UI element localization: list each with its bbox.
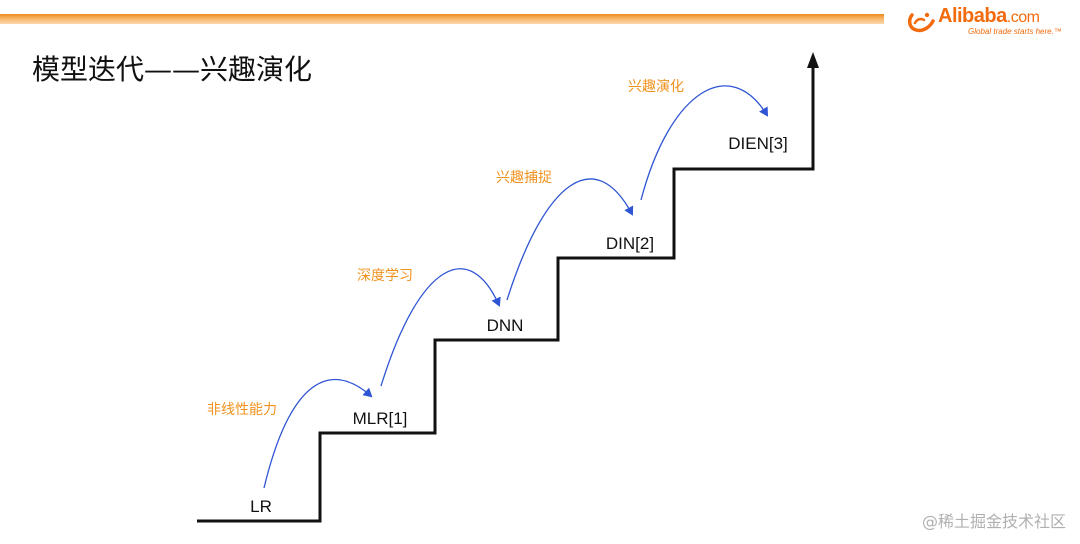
step-label-lr: LR bbox=[250, 497, 272, 516]
transition-arrow-2 bbox=[380, 268, 501, 387]
staircase-arrowhead bbox=[807, 52, 819, 68]
logo-tagline: Global trade starts here.™ bbox=[968, 27, 1062, 36]
transition-label-nonlinear: 非线性能力 bbox=[207, 402, 277, 418]
step-label-din: DIN[2] bbox=[606, 234, 654, 253]
logo-wordmark: Alibaba.com bbox=[938, 5, 1040, 27]
transition-arrow-3 bbox=[506, 178, 634, 301]
step-label-mlr: MLR[1] bbox=[353, 409, 408, 428]
staircase-outline bbox=[197, 62, 815, 523]
page-title: 模型迭代——兴趣演化 bbox=[32, 53, 313, 86]
transition-arrow-4 bbox=[640, 85, 769, 201]
transition-label-interest-evolution: 兴趣演化 bbox=[628, 79, 684, 95]
alibaba-smile-icon bbox=[907, 12, 935, 33]
alibaba-logo: Alibaba.com Global trade starts here.™ bbox=[906, 4, 1076, 38]
watermark: @稀土掘金技术社区 bbox=[921, 512, 1066, 531]
transition-label-deep-learning: 深度学习 bbox=[357, 268, 413, 284]
header-accent-bar bbox=[0, 14, 884, 24]
step-label-dnn: DNN bbox=[487, 316, 524, 335]
transition-label-interest-capture: 兴趣捕捉 bbox=[496, 170, 552, 186]
step-label-dien: DIEN[3] bbox=[728, 134, 788, 153]
transition-arrow-1 bbox=[263, 379, 373, 489]
